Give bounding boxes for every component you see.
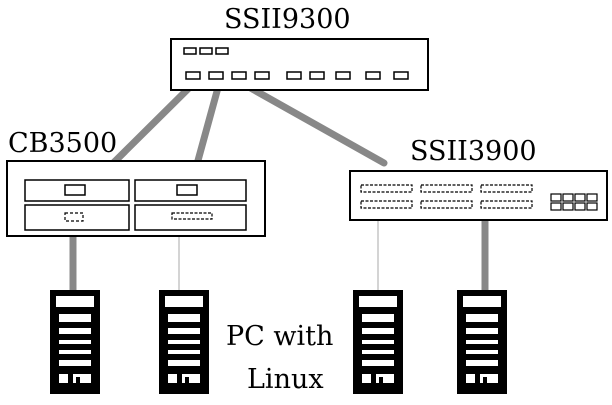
pc-1 <box>50 290 100 394</box>
tower-pc-icon <box>159 290 209 394</box>
chassis-icon <box>6 160 266 237</box>
switch-icon <box>170 38 429 91</box>
tower-pc-icon <box>50 290 100 394</box>
core-switch-label: SSII9300 <box>224 4 351 35</box>
chassis-label: CB3500 <box>8 128 117 159</box>
edge-switch: SSII3900 <box>349 136 608 221</box>
tower-pc-icon <box>353 290 403 394</box>
pc-caption: PC with Linux <box>226 321 333 395</box>
tower-pc-icon <box>457 290 507 394</box>
pc-4 <box>457 290 507 394</box>
pc-caption-line2: Linux <box>247 364 324 395</box>
switch-icon <box>349 170 608 221</box>
pc-2 <box>159 290 209 394</box>
edge-switch-label: SSII3900 <box>410 136 537 167</box>
pc-caption-line1: PC with <box>226 321 333 352</box>
chassis: CB3500 <box>6 128 266 237</box>
core-switch: SSII9300 <box>170 4 429 91</box>
pc-3 <box>353 290 403 394</box>
link-core-to-edge-switch <box>243 82 388 167</box>
